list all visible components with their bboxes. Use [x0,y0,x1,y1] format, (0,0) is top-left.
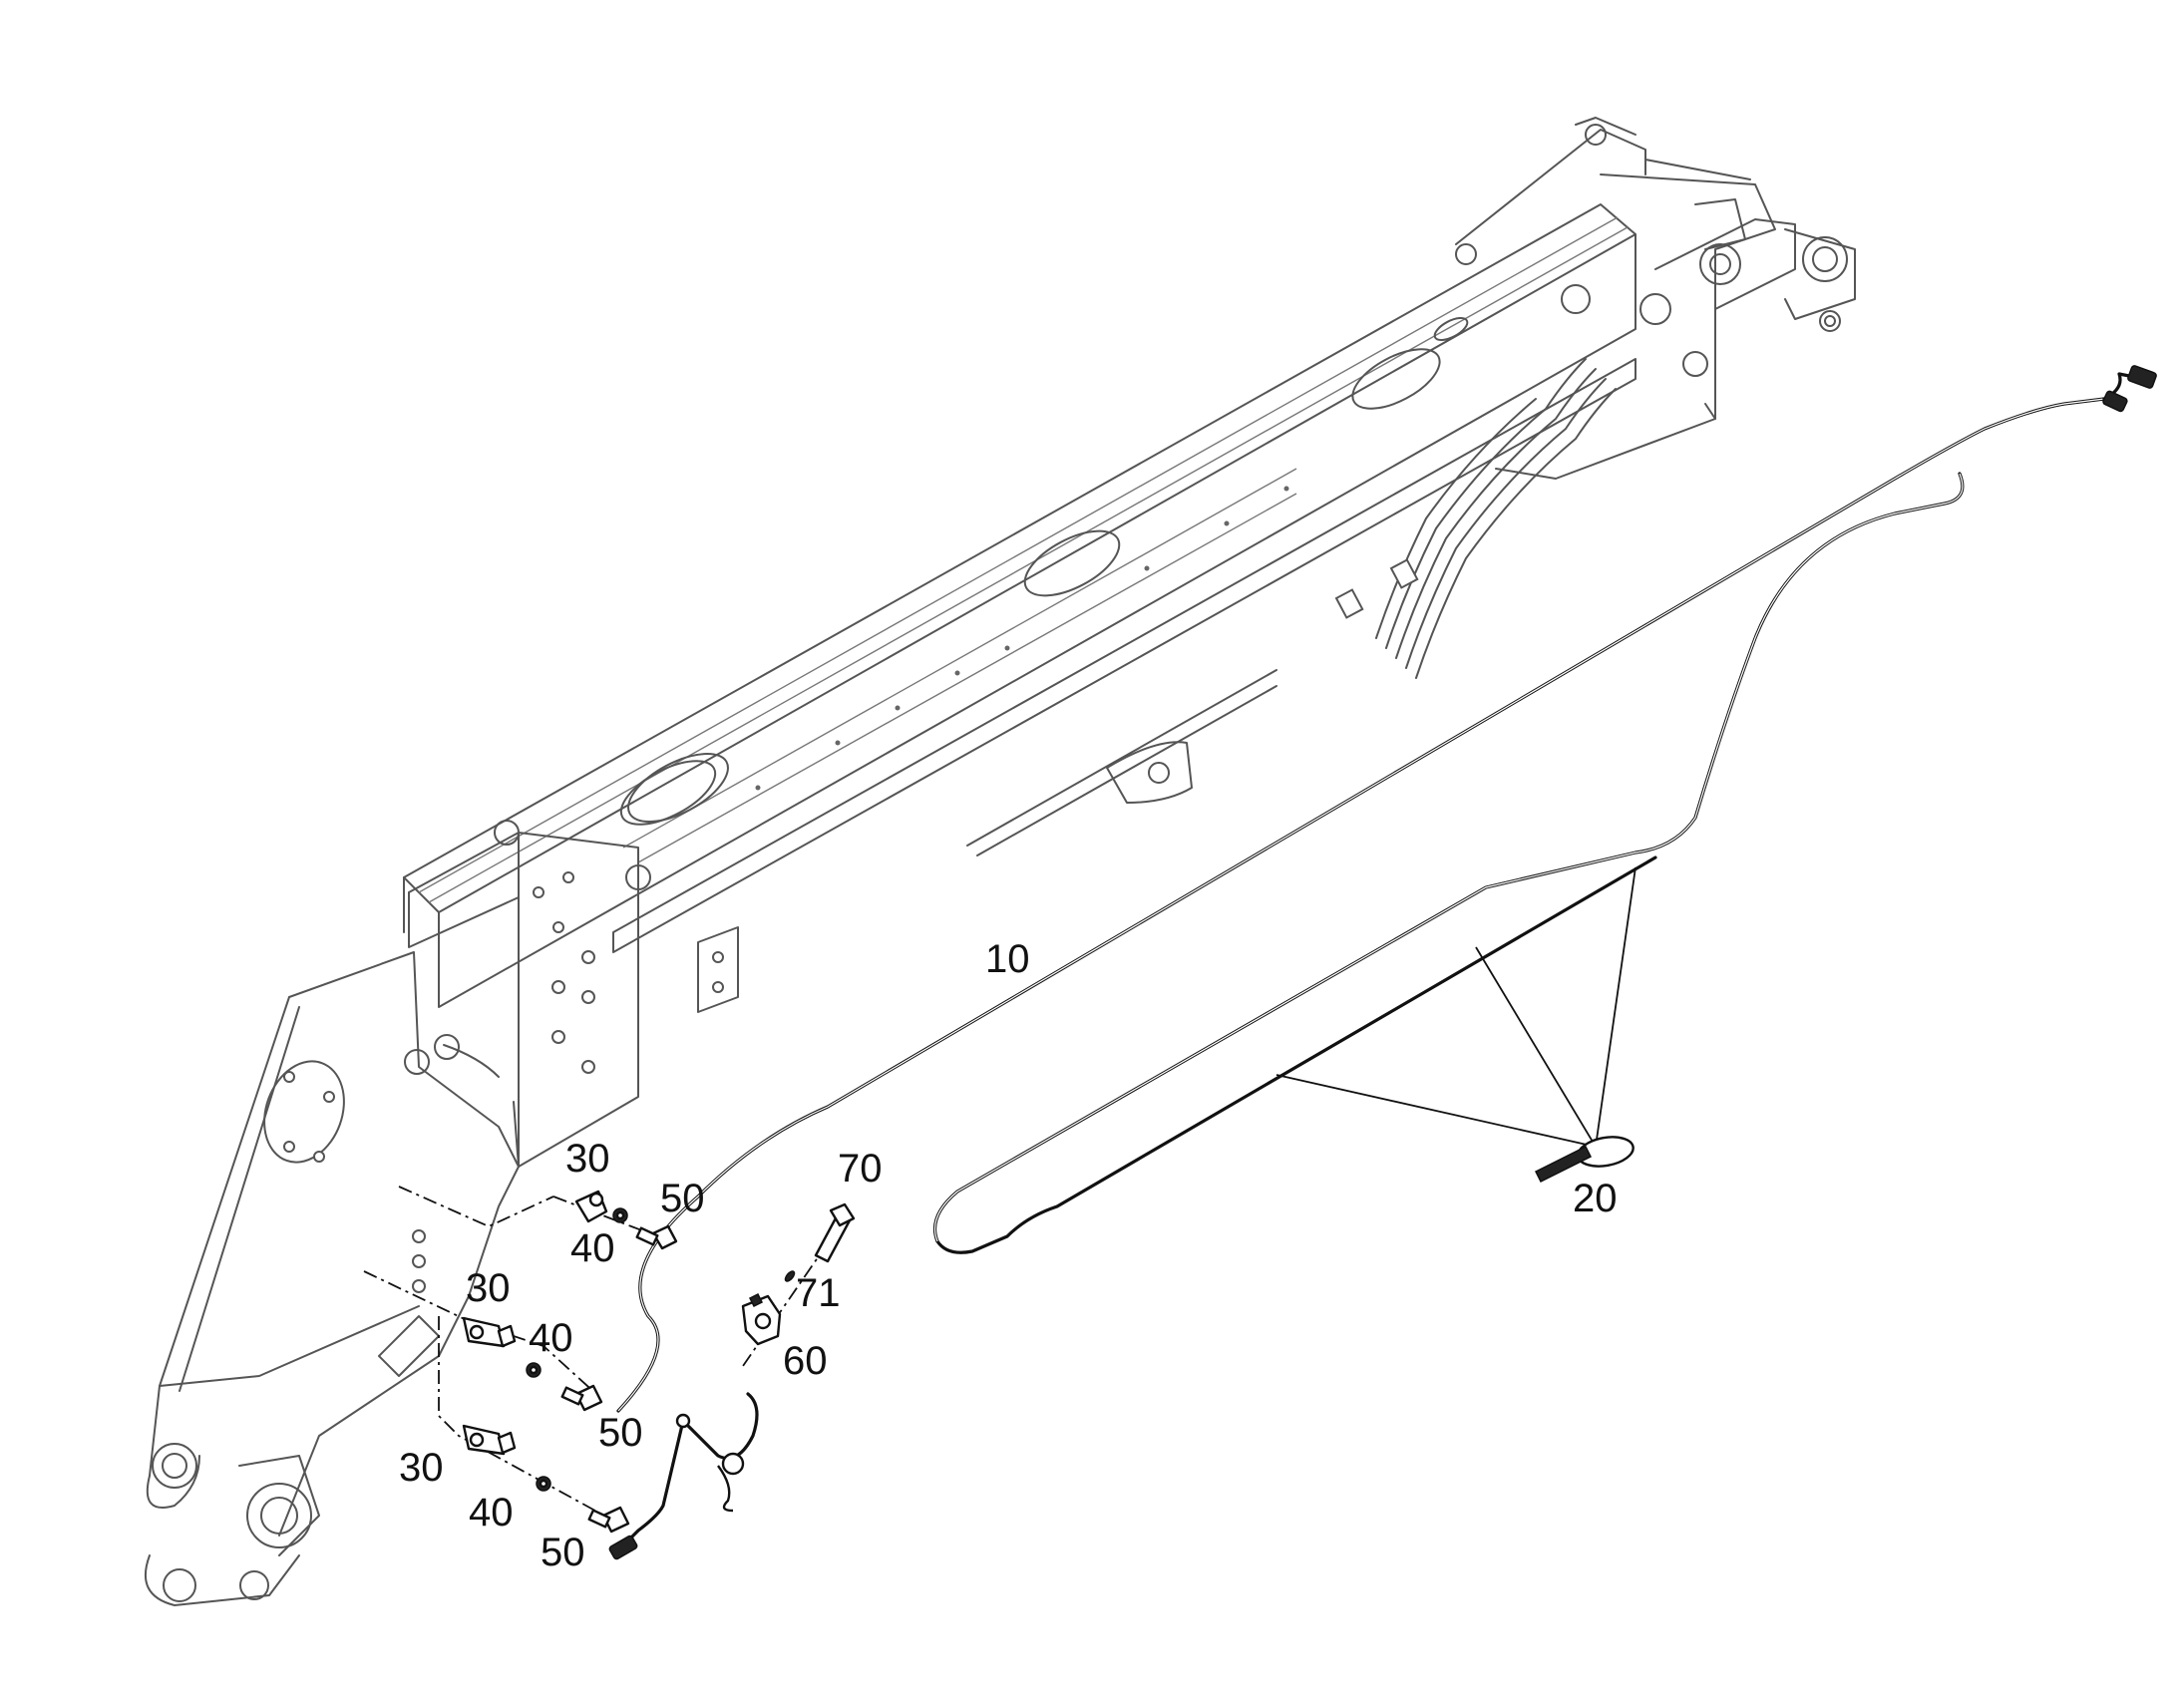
cable-harness-10 [608,365,2157,1560]
callout-40-lower: 40 [469,1491,514,1535]
callout-50-upper: 50 [660,1177,705,1220]
sensor-stack-upper [398,1186,679,1250]
callout-10: 10 [985,937,1030,981]
callout-50-lower: 50 [541,1531,585,1574]
cable-tie-20 [1275,866,1636,1184]
beam-rivets [755,486,1289,791]
callout-40-upper: 40 [570,1226,615,1270]
sensor-stack-lower [438,1316,630,1534]
callout-71: 71 [796,1271,841,1315]
callout-30-upper: 30 [565,1137,610,1181]
callout-70: 70 [838,1147,883,1191]
callout-labels: 10 20 30 30 30 40 40 40 50 50 50 60 70 7… [399,937,1618,1574]
callout-50-middle: 50 [598,1411,643,1455]
boom-assembly [145,117,1856,1606]
connector-stack-60-70-71 [741,1202,856,1367]
callout-60: 60 [783,1339,828,1383]
callout-30-lower: 30 [399,1446,444,1490]
sensor-stack-middle [363,1270,603,1412]
callout-40-middle: 40 [529,1316,573,1360]
callout-30-middle: 30 [466,1266,511,1310]
callout-20: 20 [1573,1177,1618,1220]
